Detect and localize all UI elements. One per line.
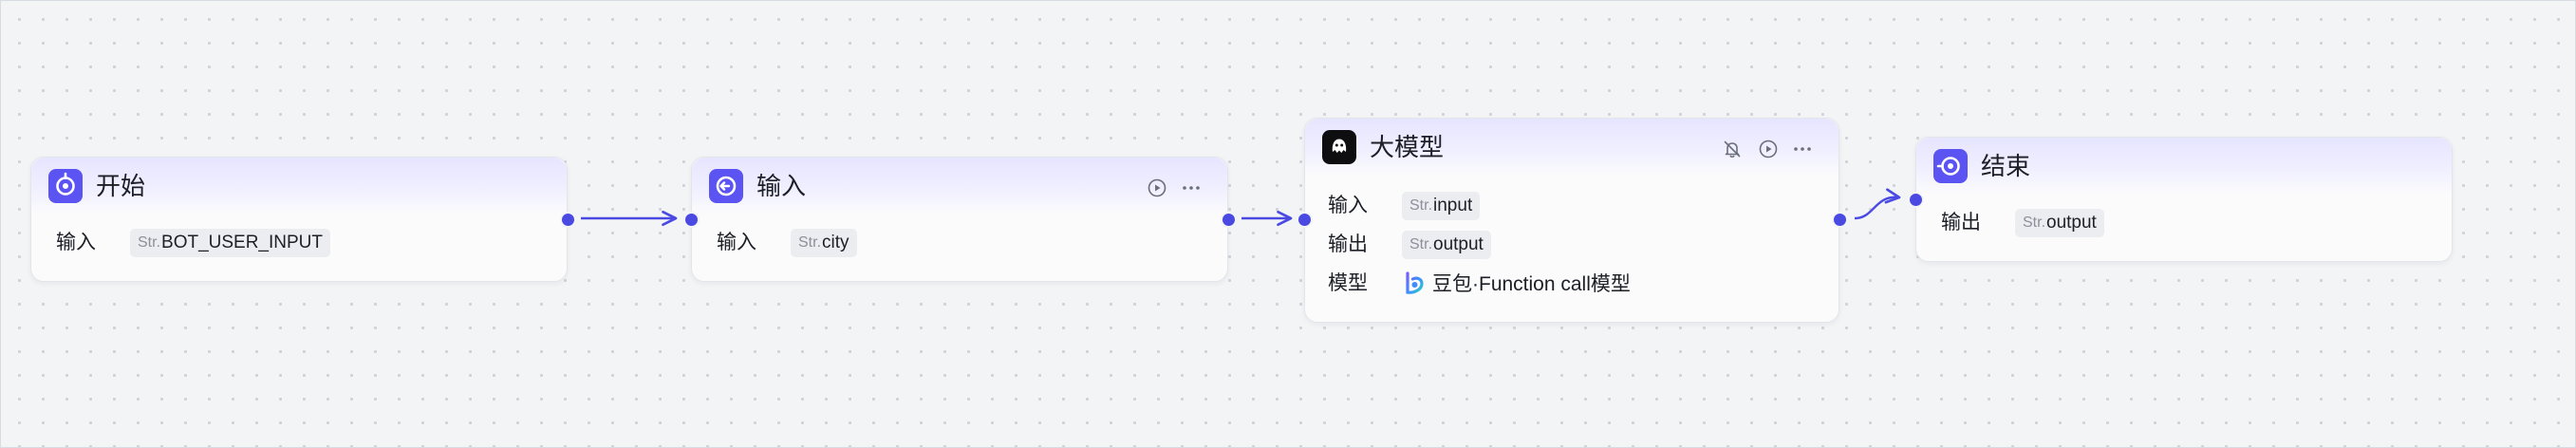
node-title: 大模型 xyxy=(1370,133,1445,161)
input-node-icon xyxy=(709,169,743,203)
param-name: output xyxy=(2046,213,2097,233)
param-chip: Str. output xyxy=(2015,209,2104,237)
param-type: Str. xyxy=(138,234,161,251)
input-output-port[interactable] xyxy=(1221,212,1237,228)
edge-llm-to-end xyxy=(1854,188,1901,220)
param-chip: Str. output xyxy=(1402,231,1491,259)
more-dots-icon[interactable] xyxy=(1180,177,1203,199)
model-label: 模型 xyxy=(1328,272,1368,294)
param-label: 输入 xyxy=(717,232,756,253)
param-label: 输出 xyxy=(1941,212,1981,233)
end-input-port[interactable] xyxy=(1908,192,1924,208)
llm-input-port[interactable] xyxy=(1297,212,1313,228)
end-node[interactable]: 结束 输出 Str. output xyxy=(1915,137,2453,262)
node-header xyxy=(692,158,1227,215)
param-name: input xyxy=(1433,196,1473,215)
node-title: 输入 xyxy=(756,172,807,200)
node-title: 开始 xyxy=(96,172,146,200)
more-dots-icon[interactable] xyxy=(1791,138,1814,160)
param-label: 输入 xyxy=(1328,195,1368,216)
model-selector[interactable]: 豆包·Function call模型 xyxy=(1404,269,1631,297)
start-output-port[interactable] xyxy=(560,212,576,228)
param-type: Str. xyxy=(1409,197,1433,214)
start-node-icon xyxy=(48,169,83,203)
input-node[interactable]: 输入 输入 Str. city xyxy=(691,157,1228,282)
play-circle-icon[interactable] xyxy=(1146,177,1168,199)
llm-output-port[interactable] xyxy=(1832,212,1848,228)
param-name: output xyxy=(1433,234,1484,254)
end-node-icon xyxy=(1933,149,1968,183)
param-chip: Str. city xyxy=(791,229,857,257)
bell-off-icon[interactable] xyxy=(1721,138,1744,160)
param-label: 输出 xyxy=(1328,233,1368,255)
doubao-logo-icon xyxy=(1404,271,1425,295)
start-node[interactable]: 开始 输入 Str. BOT_USER_INPUT xyxy=(30,157,568,282)
llm-node-icon xyxy=(1322,130,1356,164)
node-title: 结束 xyxy=(1981,152,2031,180)
play-circle-icon[interactable] xyxy=(1757,138,1780,160)
param-type: Str. xyxy=(798,234,822,251)
node-header xyxy=(31,158,567,215)
param-type: Str. xyxy=(1409,236,1433,252)
llm-node[interactable]: 大模型 输入 Str. input 输出 Str. output 模型 xyxy=(1304,118,1839,323)
node-header xyxy=(1305,119,1839,176)
param-name: BOT_USER_INPUT xyxy=(161,233,323,252)
param-label: 输入 xyxy=(56,232,96,253)
input-input-port[interactable] xyxy=(683,212,700,228)
node-header xyxy=(1916,138,2452,195)
param-chip: Str. BOT_USER_INPUT xyxy=(130,229,330,257)
model-name: 豆包·Function call模型 xyxy=(1432,273,1631,295)
param-type: Str. xyxy=(2023,215,2046,231)
param-chip: Str. input xyxy=(1402,192,1481,220)
param-name: city xyxy=(822,233,849,252)
